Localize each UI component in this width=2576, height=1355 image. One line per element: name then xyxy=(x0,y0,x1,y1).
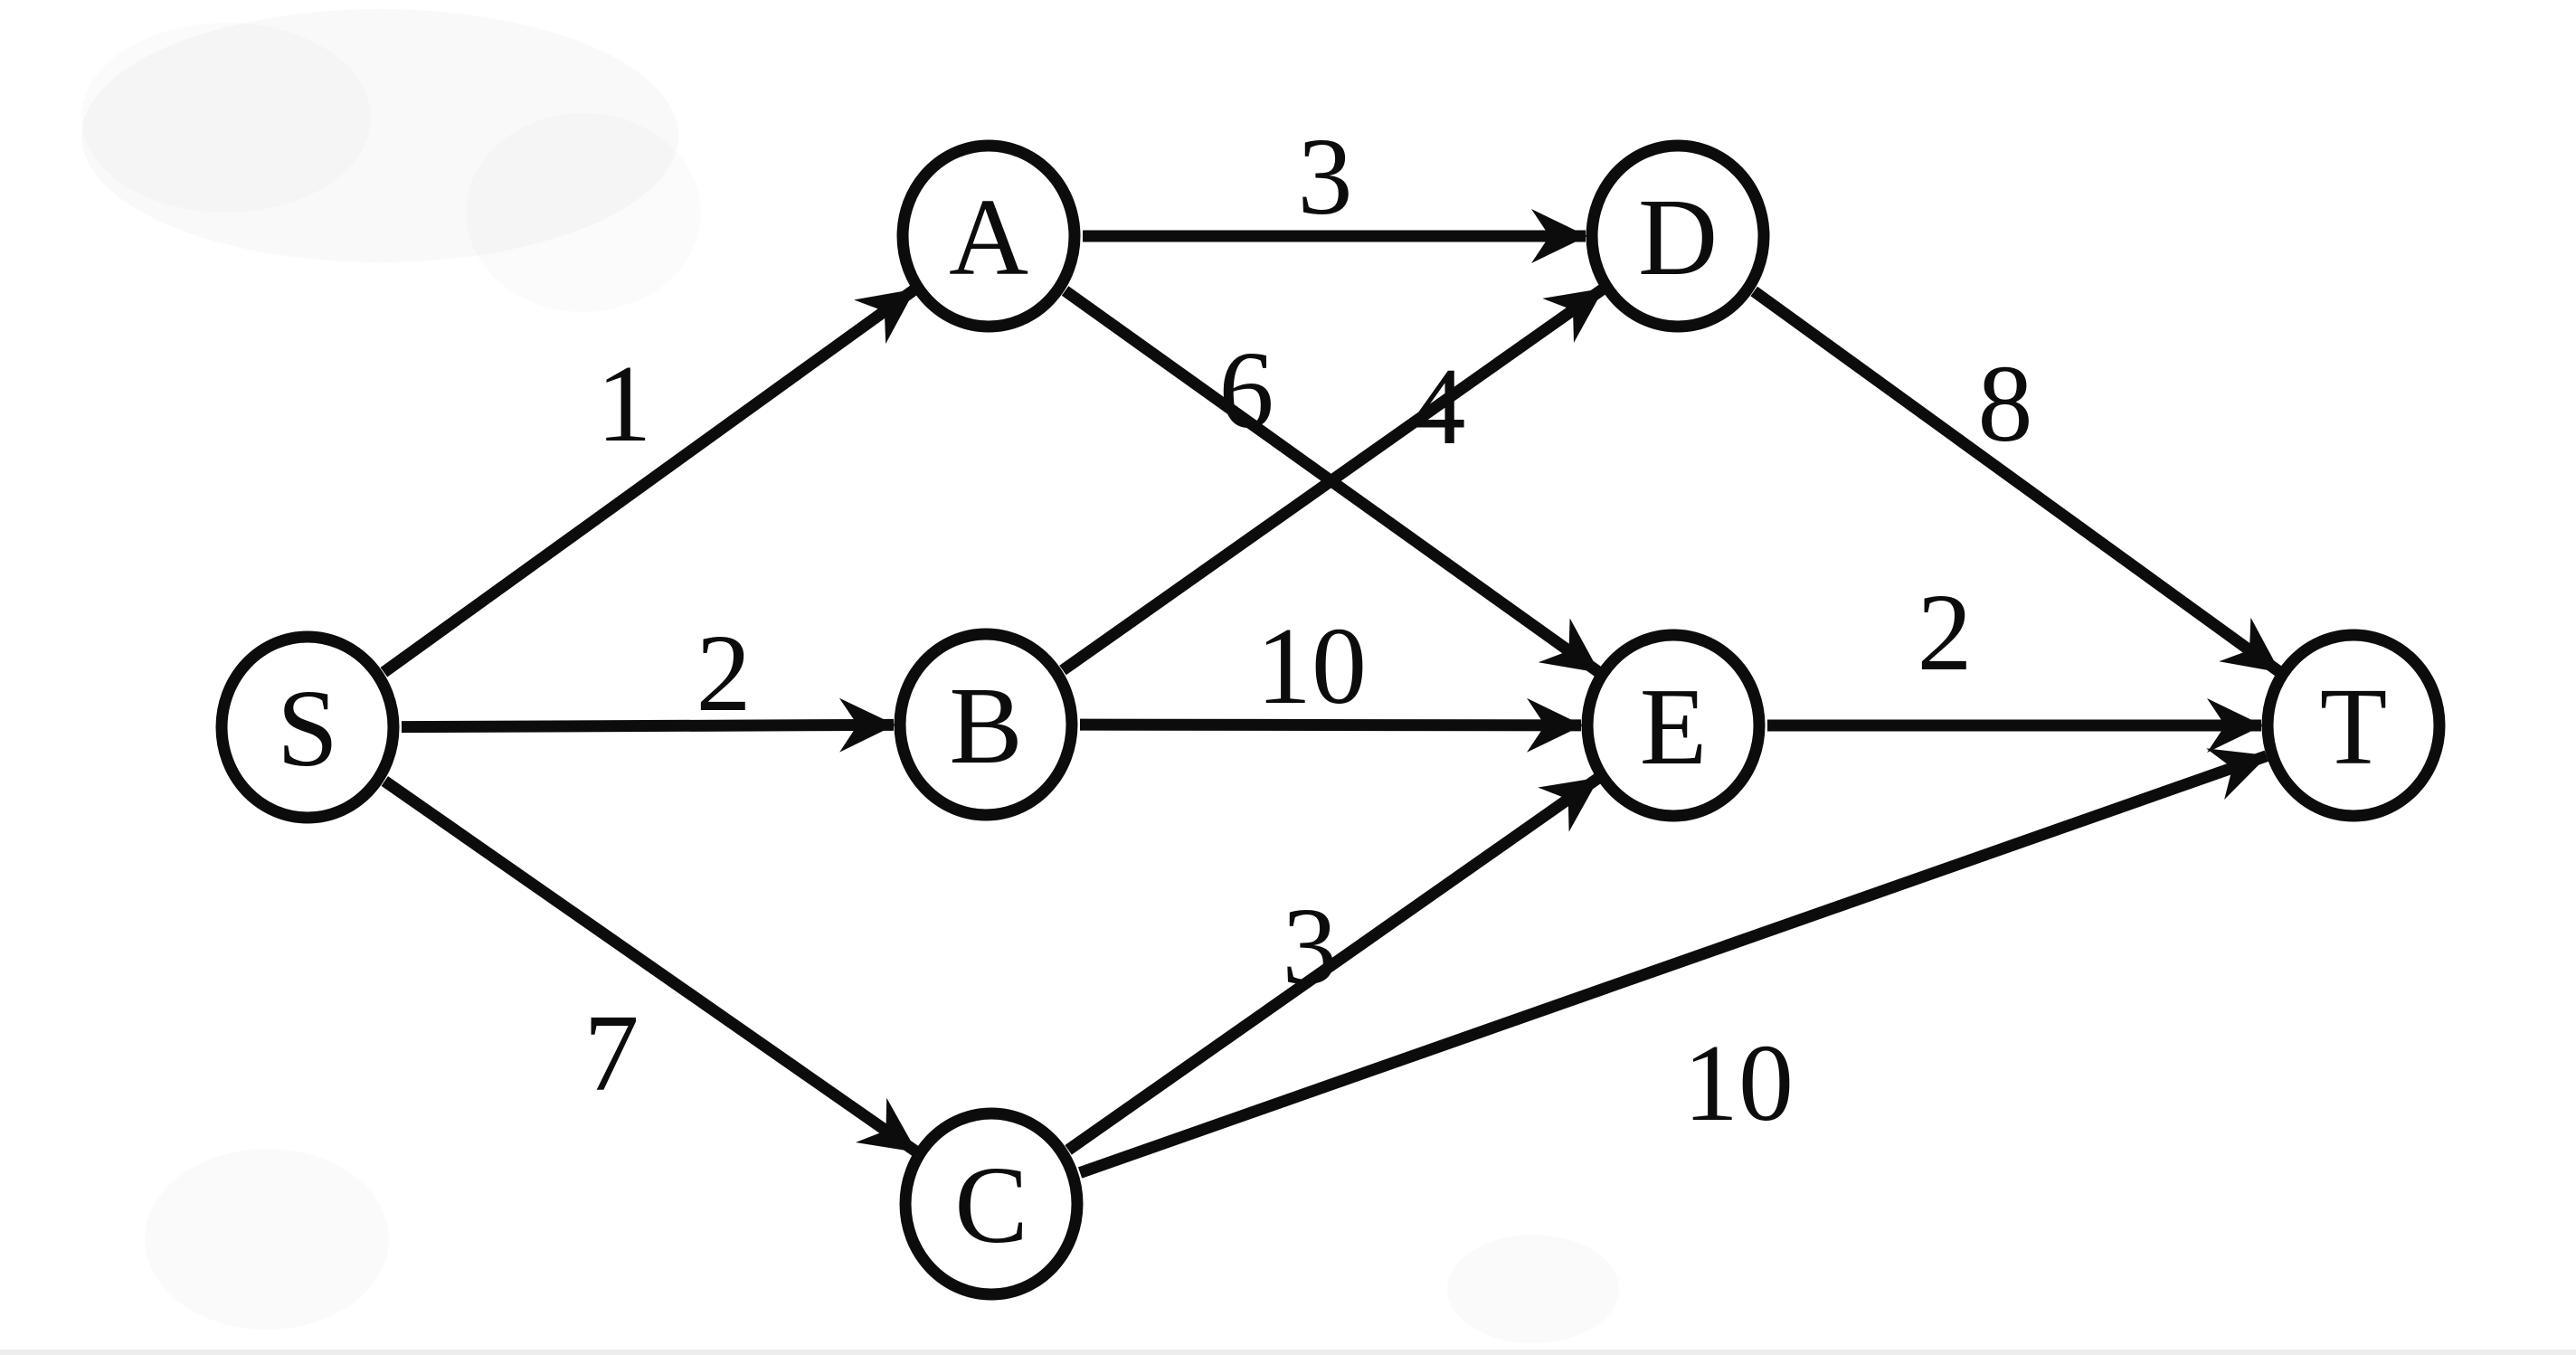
node-D-label: D xyxy=(1638,176,1718,298)
node-T-circle xyxy=(2261,629,2446,822)
node-E-label: E xyxy=(1640,666,1708,788)
edge-C-T xyxy=(1077,748,2268,1179)
node-C-circle xyxy=(899,1107,1084,1301)
node-A-label: A xyxy=(949,176,1028,298)
edge-S-C-weight: 7 xyxy=(584,992,639,1114)
edge-S-B xyxy=(401,697,895,753)
edge-S-A-weight: 1 xyxy=(597,343,652,465)
scan-smudge xyxy=(466,113,701,312)
edge-S-A xyxy=(380,285,918,678)
edge-C-T-weight: 10 xyxy=(1683,1022,1794,1144)
scan-smudge xyxy=(1447,1235,1619,1343)
edge-S-C xyxy=(381,776,920,1157)
edge-C-E-weight: 3 xyxy=(1283,886,1338,1008)
edge-C-E xyxy=(1065,773,1602,1155)
edges-layer xyxy=(380,209,2283,1179)
edge-D-T-weight: 8 xyxy=(1978,343,2033,465)
edge-B-E-weight: 10 xyxy=(1256,605,1367,727)
node-S-circle xyxy=(215,630,400,824)
edge-B-D xyxy=(1059,284,1606,676)
node-B-circle xyxy=(894,628,1078,821)
node-A-circle xyxy=(896,139,1081,333)
scan-smudge xyxy=(81,23,371,213)
node-T-label: T xyxy=(2320,666,2388,788)
edge-D-T xyxy=(1750,286,2283,677)
scan-smudge xyxy=(145,1149,389,1330)
edge-E-T-weight: 2 xyxy=(1918,572,1973,694)
node-D-circle xyxy=(1586,139,1770,333)
edge-A-D-weight: 3 xyxy=(1298,116,1353,238)
node-C-label: C xyxy=(954,1144,1028,1266)
scan-artifacts xyxy=(0,23,2576,1355)
node-E-circle xyxy=(1581,629,1766,822)
scan-edge-line xyxy=(0,1350,2576,1355)
node-S-label: S xyxy=(277,668,338,790)
edge-S-B-weight: 2 xyxy=(696,612,752,734)
nodes-layer: S A B C D E T xyxy=(215,139,2446,1301)
node-B-label: B xyxy=(949,665,1022,787)
edge-A-E-weight: 6 xyxy=(1219,329,1274,451)
edge-B-D-weight: 4 xyxy=(1411,346,1466,468)
